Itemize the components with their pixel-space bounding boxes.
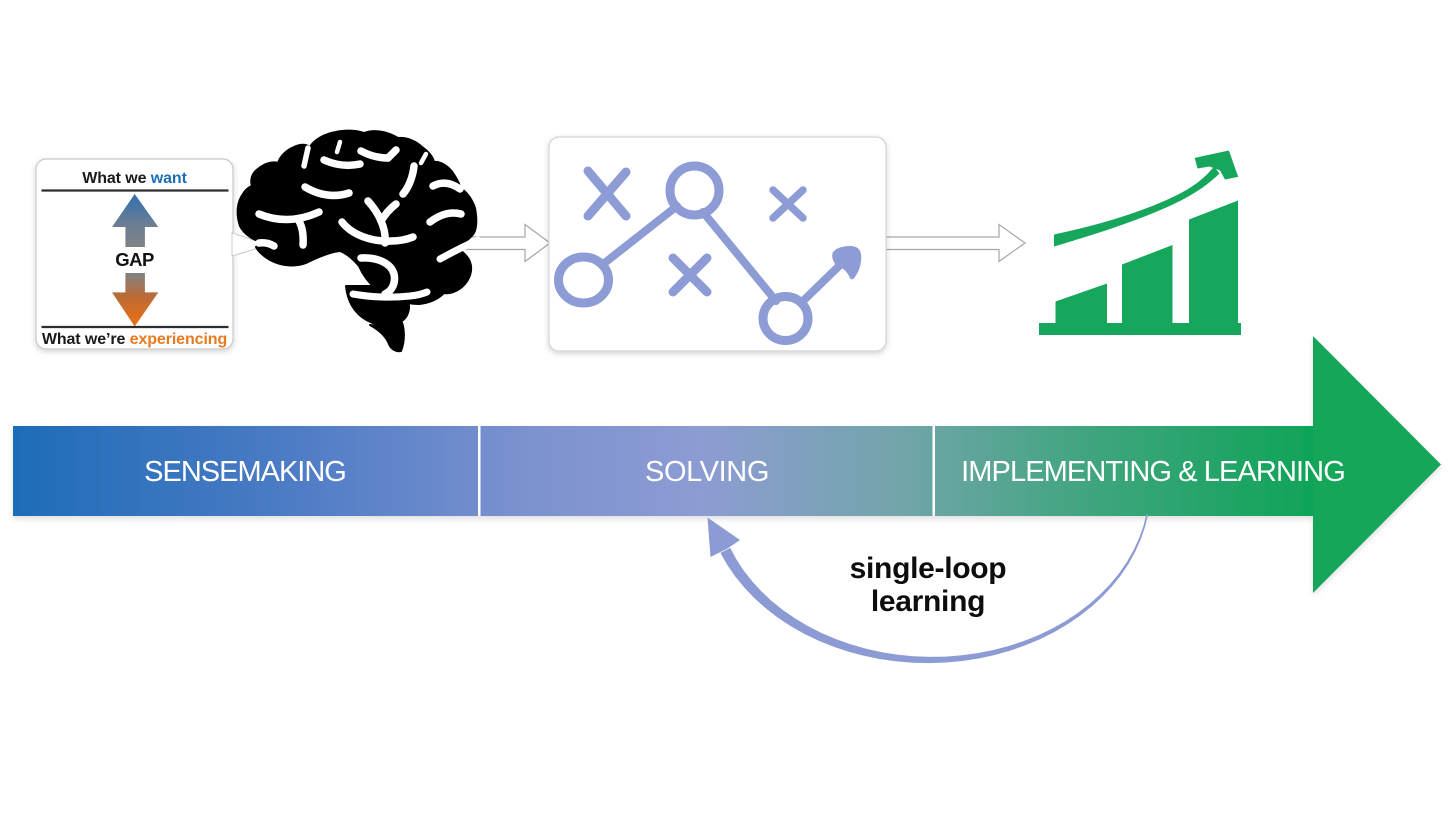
svg-text:What we want: What we want: [82, 170, 187, 187]
svg-text:learning: learning: [871, 585, 985, 618]
svg-text:SENSEMAKING: SENSEMAKING: [144, 456, 346, 488]
svg-text:SOLVING: SOLVING: [645, 456, 769, 488]
svg-text:GAP: GAP: [115, 249, 154, 270]
svg-text:What we’re experiencing: What we’re experiencing: [42, 331, 227, 348]
svg-text:single-loop: single-loop: [850, 552, 1007, 585]
svg-text:IMPLEMENTING & LEARNING: IMPLEMENTING & LEARNING: [961, 456, 1345, 488]
